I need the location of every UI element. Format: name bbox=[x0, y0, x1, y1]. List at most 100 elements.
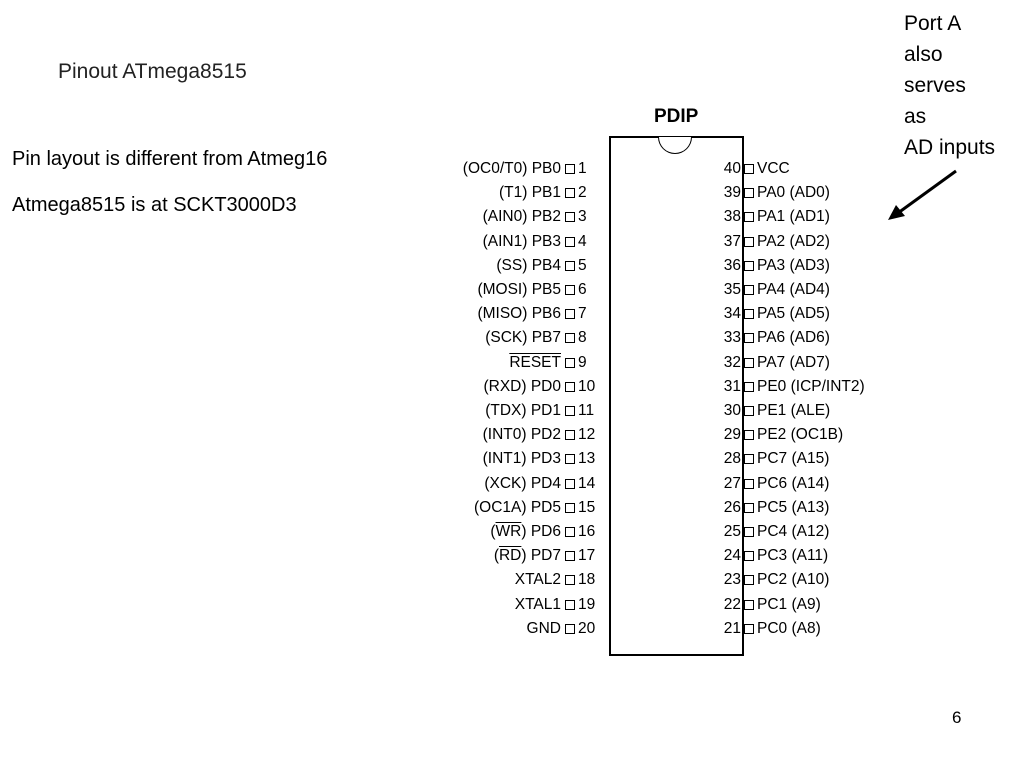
pin-pad-icon bbox=[744, 478, 754, 489]
annotation-line: Port A bbox=[904, 12, 962, 35]
pin-right-38: 38 PA1 (AD1) bbox=[717, 206, 830, 228]
pin-pad-icon bbox=[744, 260, 754, 271]
pin-left-16: (WR) PD6 16 bbox=[490, 521, 606, 543]
pin-number: 35 bbox=[723, 281, 741, 298]
pin-number: 40 bbox=[723, 160, 741, 177]
body-line-socket-note: Atmega8515 is at SCKT3000D3 bbox=[12, 194, 297, 216]
pin-name: (SCK) PB7 bbox=[485, 329, 561, 347]
pin-left-12: (INT0) PD2 12 bbox=[483, 424, 606, 446]
pin-left-9: RESET 9 bbox=[509, 352, 606, 374]
pin-pad-icon bbox=[744, 357, 754, 368]
pin-pad-icon bbox=[744, 188, 754, 199]
pin-name: RESET bbox=[509, 353, 561, 371]
pin-number: 33 bbox=[723, 329, 741, 347]
pin-number: 9 bbox=[578, 353, 587, 371]
pin-name: PC6 (A14) bbox=[757, 474, 830, 492]
pin-left-8: (SCK) PB7 8 bbox=[485, 327, 606, 349]
pin-name: (AIN0) PB2 bbox=[482, 208, 561, 226]
pin-name: PA4 (AD4) bbox=[757, 281, 830, 298]
pin-name: PE0 (ICP/INT2) bbox=[757, 377, 865, 395]
pin-pad-icon bbox=[565, 454, 575, 465]
pin-number: 22 bbox=[723, 595, 741, 613]
pin-left-20: GND 20 bbox=[527, 618, 606, 640]
pin-name: PC0 (A8) bbox=[757, 619, 821, 637]
pin-number: 6 bbox=[578, 281, 587, 298]
pin-number: 23 bbox=[723, 571, 741, 589]
pin-left-7: (MISO) PB6 7 bbox=[477, 303, 606, 325]
pin-right-40: 40 VCC bbox=[717, 158, 790, 180]
annotation-line: as bbox=[904, 105, 927, 128]
pin-number: 26 bbox=[723, 498, 741, 516]
pin-name: PA3 (AD3) bbox=[757, 256, 830, 274]
pin-pad-icon bbox=[565, 502, 575, 513]
pin-name: (MISO) PB6 bbox=[477, 305, 561, 323]
pin-number: 15 bbox=[578, 498, 596, 516]
pin-name: PA2 (AD2) bbox=[757, 232, 830, 250]
pin-name: PC5 (A13) bbox=[757, 498, 830, 516]
pin-name: GND bbox=[526, 619, 561, 637]
pin-pad-icon bbox=[744, 575, 754, 586]
pin-name: (INT1) PD3 bbox=[482, 450, 561, 468]
pin-name: (INT0) PD2 bbox=[482, 426, 561, 444]
pin-name: XTAL2 bbox=[514, 571, 561, 589]
pin-pad-icon bbox=[565, 623, 575, 634]
pin-name: (WR) PD6 bbox=[490, 523, 561, 540]
pin-number: 20 bbox=[578, 619, 596, 637]
pin-name: PE1 (ALE) bbox=[757, 402, 831, 419]
pin-pad-icon bbox=[565, 260, 575, 271]
pin-pad-icon bbox=[565, 430, 575, 441]
pin-left-2: (T1) PB1 2 bbox=[499, 182, 606, 204]
pin-pad-icon bbox=[744, 551, 754, 562]
pin-pad-icon bbox=[565, 333, 575, 344]
pin-pad-icon bbox=[744, 599, 754, 610]
pin-pad-icon bbox=[565, 188, 575, 199]
pin-pad-icon bbox=[744, 212, 754, 223]
pin-name: (RD) PD7 bbox=[493, 547, 561, 565]
pin-name: PA1 (AD1) bbox=[757, 208, 830, 226]
pin-left-13: (INT1) PD3 13 bbox=[483, 448, 606, 470]
pin-number: 2 bbox=[578, 184, 587, 202]
pin-name: PA7 (AD7) bbox=[757, 353, 830, 371]
pin-name: PA0 (AD0) bbox=[757, 184, 830, 202]
pin-number: 16 bbox=[578, 523, 596, 540]
pin-pad-icon bbox=[744, 285, 754, 295]
pin-pad-icon bbox=[565, 357, 575, 368]
page-number: 6 bbox=[952, 708, 962, 727]
pin-number: 13 bbox=[578, 450, 596, 468]
pin-pad-icon bbox=[565, 381, 575, 392]
pin-pad-icon bbox=[565, 285, 575, 295]
pin-number: 8 bbox=[578, 329, 587, 347]
pin-name: PC7 (A15) bbox=[757, 450, 830, 468]
pin-number: 10 bbox=[578, 377, 596, 395]
pin-pad-icon bbox=[565, 599, 575, 610]
pin-right-25: 25 PC4 (A12) bbox=[717, 521, 830, 543]
pin-number: 38 bbox=[723, 208, 741, 226]
pin-pad-icon bbox=[744, 527, 754, 537]
pin-name: PC4 (A12) bbox=[757, 523, 830, 540]
pin-name: PC2 (A10) bbox=[757, 571, 830, 589]
pin-name: (XCK) PD4 bbox=[484, 474, 561, 492]
pin-number: 21 bbox=[723, 619, 741, 637]
pin-number: 28 bbox=[723, 450, 741, 468]
body-line-layout-note: Pin layout is different from Atmeg16 bbox=[12, 148, 328, 170]
pin-name: PA5 (AD5) bbox=[757, 305, 830, 323]
pin-number: 25 bbox=[723, 523, 741, 540]
pin-number: 7 bbox=[578, 305, 587, 323]
package-label: PDIP bbox=[654, 106, 699, 127]
pin-name: VCC bbox=[757, 160, 790, 177]
pin-name: (T1) PB1 bbox=[498, 184, 561, 202]
pin-number: 1 bbox=[578, 160, 587, 177]
pin-pad-icon bbox=[744, 333, 754, 344]
pin-number: 12 bbox=[578, 426, 596, 444]
